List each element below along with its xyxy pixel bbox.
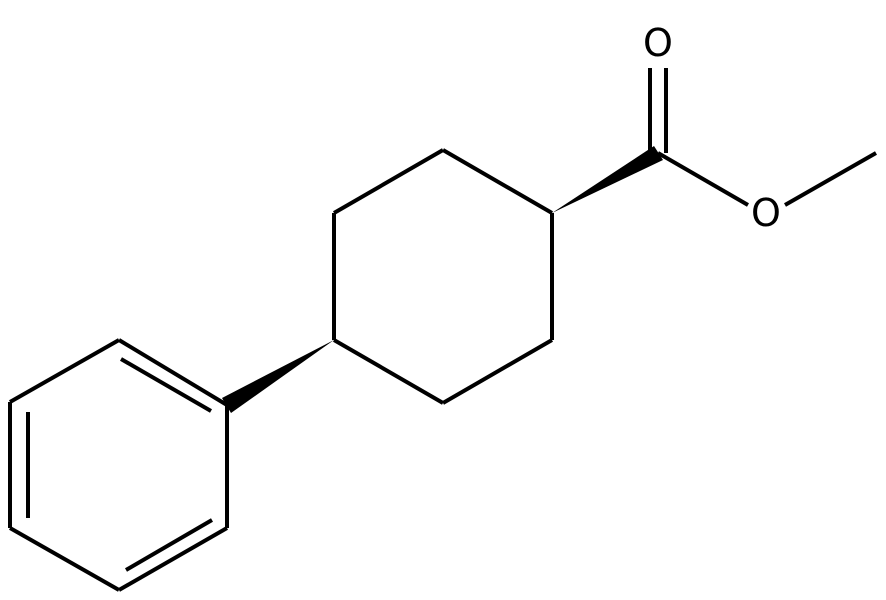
- atom-label-carbonyl-oxygen: O: [643, 21, 673, 65]
- ester-single-bond: [656, 151, 750, 207]
- phenyl-bond: [9, 526, 120, 592]
- phenyl-bond: [118, 526, 228, 592]
- wedge-bond-phenyl: [222, 340, 334, 413]
- ring-bond: [441, 338, 554, 405]
- phenyl-bond: [117, 338, 229, 407]
- wedge-bond-ester: [552, 146, 663, 213]
- phenyl-ring: [8, 338, 229, 592]
- phenyl-inner-bond: [124, 518, 214, 572]
- phenyl-inner-bond: [119, 357, 213, 413]
- cyclohexane-ring: [332, 148, 554, 405]
- atom-label-ester-oxygen: O: [751, 191, 781, 235]
- ring-bond: [441, 148, 554, 215]
- methyl-bond: [784, 151, 877, 207]
- ring-bond: [332, 148, 445, 215]
- ring-bond: [332, 338, 445, 405]
- phenyl-bond: [9, 338, 120, 404]
- ester-group: [648, 68, 877, 207]
